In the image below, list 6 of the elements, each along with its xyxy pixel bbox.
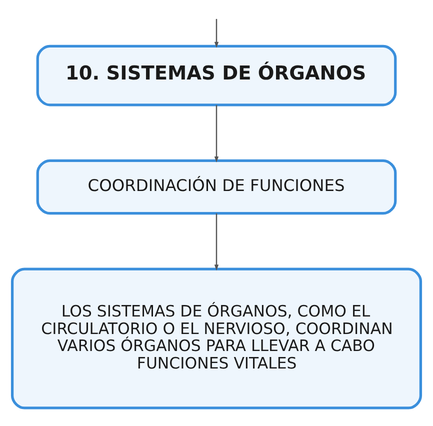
arrow: [214, 213, 219, 271]
arrow: [214, 18, 219, 48]
node-box: LOS SISTEMAS DE ÓRGANOS, COMO EL CIRCULATORIO O EL NERVIOSO, COORDINAN VARIOS ÓRGANOS PARA LLEVAR A CABO FUNCIONES VITALES: [10, 268, 422, 410]
node-box: COORDINACIÓN DE FUNCIONES: [36, 159, 397, 215]
node-box: 10. SISTEMAS DE ÓRGANOS: [36, 44, 397, 106]
arrow: [214, 105, 219, 162]
